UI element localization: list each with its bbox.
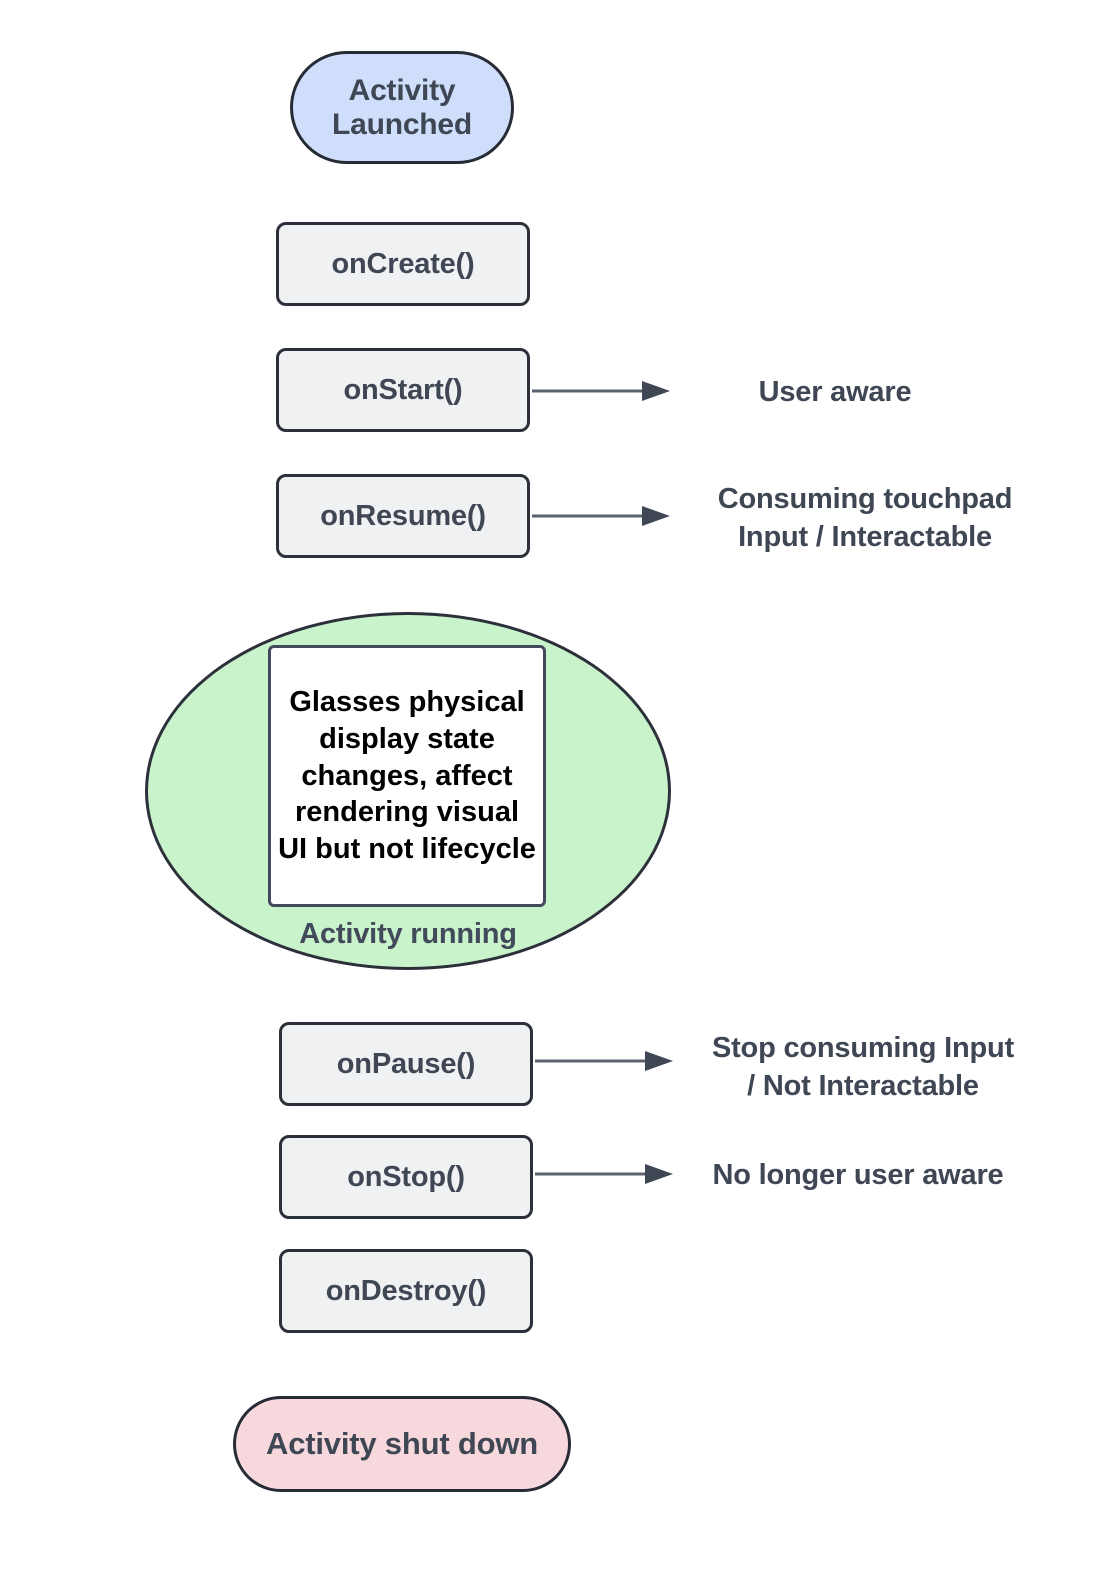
callback-ondestroy-label: onDestroy()	[325, 1274, 487, 1307]
callback-onpause[interactable]: onPause()	[279, 1022, 533, 1106]
arrow-onpause-to-stop-consuming	[533, 1050, 677, 1071]
annotation-stop-consuming-input-text: Stop consuming Input/ Not Interactable	[711, 1032, 1015, 1102]
callback-onstop-label: onStop()	[347, 1160, 465, 1193]
arrow-onstop-to-no-longer-aware	[533, 1163, 677, 1184]
arrow-onresume-to-consuming-touchpad	[530, 505, 674, 526]
callback-oncreate[interactable]: onCreate()	[276, 222, 530, 306]
callback-onstop[interactable]: onStop()	[279, 1135, 533, 1219]
state-activity-shut-down[interactable]: Activity shut down	[233, 1396, 571, 1492]
callback-onstart-label: onStart()	[343, 373, 463, 406]
annotation-stop-consuming-input: Stop consuming Input/ Not Interactable	[688, 1030, 1038, 1105]
note-glasses-display-state: Glasses physical display state changes, …	[268, 645, 546, 907]
annotation-no-longer-user-aware-text: No longer user aware	[712, 1159, 1004, 1191]
callback-onpause-label: onPause()	[336, 1047, 476, 1080]
callback-ondestroy[interactable]: onDestroy()	[279, 1249, 533, 1333]
state-activity-running-label: Activity running	[299, 918, 517, 950]
callback-onresume-label: onResume()	[320, 499, 486, 532]
callback-onresume[interactable]: onResume()	[276, 474, 530, 558]
annotation-no-longer-user-aware: No longer user aware	[680, 1157, 1036, 1195]
annotation-user-aware-text: User aware	[758, 376, 912, 408]
state-activity-shut-down-label: Activity shut down	[266, 1425, 538, 1461]
note-glasses-display-state-text: Glasses physical display state changes, …	[278, 685, 536, 866]
callback-onstart[interactable]: onStart()	[276, 348, 530, 432]
annotation-user-aware: User aware	[680, 374, 990, 412]
arrow-onstart-to-user-aware	[530, 380, 674, 401]
callback-oncreate-label: onCreate()	[331, 247, 475, 280]
